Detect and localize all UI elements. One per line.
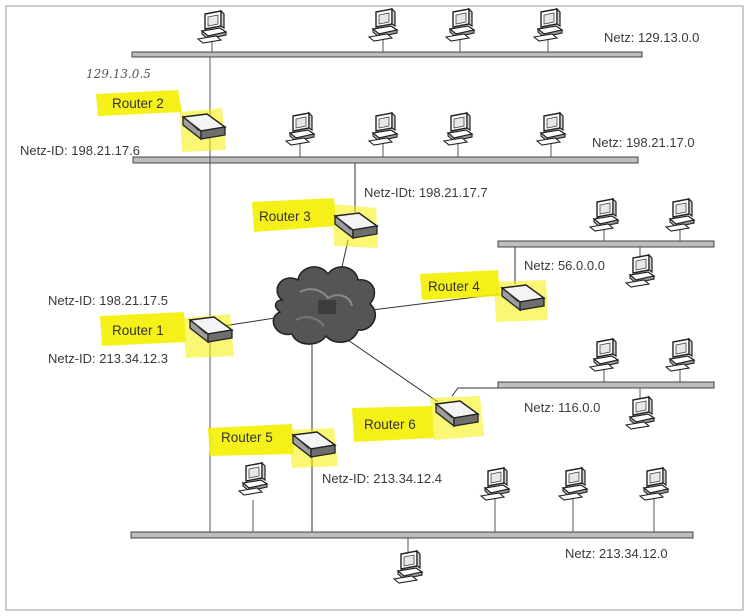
router6-label: Router 6 [364, 417, 416, 432]
router5-label: Router 5 [221, 430, 273, 445]
router2-interface-label: Netz-ID: 198.21.17.6 [20, 143, 140, 158]
router2-label: Router 2 [112, 96, 164, 111]
router1-interface-top: Netz-ID: 198.21.17.5 [48, 293, 168, 308]
network-bus-129 [131, 51, 643, 58]
diagram-border [5, 5, 744, 611]
router3-label: Router 3 [259, 209, 311, 224]
router5-interface-label: Netz-ID: 213.34.12.4 [322, 471, 442, 486]
network-bus-198 [132, 156, 639, 164]
router1-interface-bottom: Netz-ID: 213.34.12.3 [48, 351, 168, 366]
network-label-56: Netz: 56.0.0.0 [524, 258, 605, 273]
network-label-198: Netz: 198.21.17.0 [592, 135, 695, 150]
network-bus-213 [130, 531, 694, 539]
network-label-129: Netz: 129.13.0.0 [604, 30, 699, 45]
network-bus-116 [497, 381, 715, 389]
network-label-213: Netz: 213.34.12.0 [565, 546, 668, 561]
network-label-116: Netz: 116.0.0 [524, 400, 600, 415]
cloud-icon [272, 266, 376, 345]
router4-label: Router 4 [428, 279, 480, 294]
router3-interface-label: Netz-IDt: 198.21.17.7 [364, 185, 488, 200]
network-bus-56 [497, 240, 715, 248]
router2-handwritten-ip: 129.13.0.5 [86, 67, 151, 81]
router1-label: Router 1 [112, 323, 164, 338]
